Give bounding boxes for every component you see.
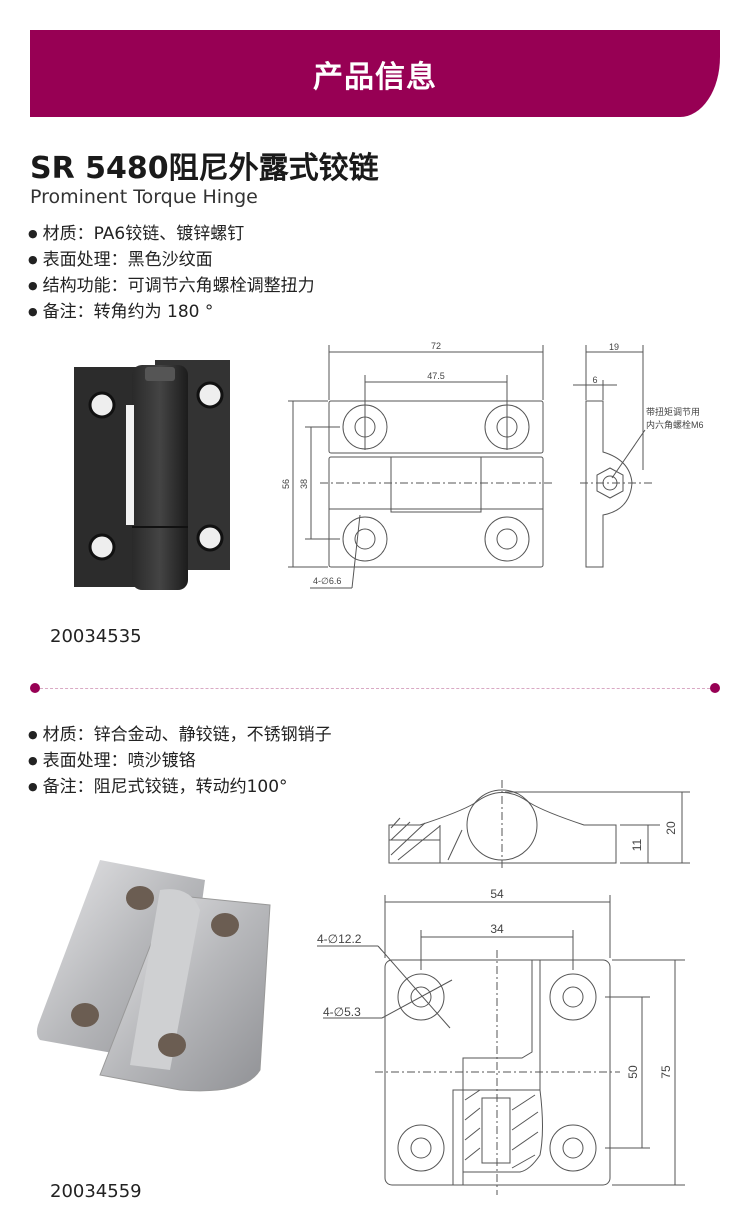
spec-item: 结构功能：可调节六角螺栓调整扭力 [28, 273, 315, 299]
dim-plate-thickness: 6 [592, 375, 597, 385]
spec-item: 材质：PA6铰链、镀锌螺钉 [28, 221, 315, 247]
dim-holes: 4-∅6.6 [313, 576, 341, 586]
dim-width: 54 [490, 887, 504, 901]
dim-side-width: 19 [609, 342, 619, 352]
product-title: SR 5480阻尼外露式铰链 [30, 151, 379, 186]
spec-item: 表面处理：黑色沙纹面 [28, 247, 315, 273]
dim-hole: 4-∅5.3 [323, 1005, 361, 1019]
dim-height: 56 [281, 479, 291, 489]
section-banner: 产品信息 [30, 30, 720, 117]
dim-counterbore: 4-∅12.2 [317, 932, 362, 946]
divider-dot-right [710, 683, 720, 693]
product2-specs: 材质：锌合金动、静铰链，不锈钢销子 表面处理：喷沙镀铬 备注：阻尼式铰链，转动约… [28, 722, 332, 800]
spec-item: 材质：锌合金动、静铰链，不锈钢销子 [28, 722, 332, 748]
chrome-hinge-image [36, 860, 271, 1092]
dim-hole-spacing: 34 [490, 922, 504, 936]
product1-specs: 材质：PA6铰链、镀锌螺钉 表面处理：黑色沙纹面 结构功能：可调节六角螺栓调整扭… [28, 221, 315, 325]
product1-code: 20034535 [50, 626, 142, 647]
product2-code: 20034559 [50, 1181, 142, 1202]
drawing-note-1: 带扭矩调节用 [646, 406, 700, 417]
banner-title: 产品信息 [313, 59, 437, 95]
product-subtitle: Prominent Torque Hinge [30, 186, 258, 208]
spec-item: 表面处理：喷沙镀铬 [28, 748, 332, 774]
divider-dot-left [30, 683, 40, 693]
dim-width: 72 [431, 341, 441, 351]
dim-total-height: 20 [664, 821, 678, 835]
drawing-note-2: 内六角螺栓M6 [646, 419, 704, 430]
dim-length: 75 [659, 1065, 673, 1079]
dim-hole-vspacing: 50 [626, 1065, 640, 1079]
spec-item: 备注：阻尼式铰链，转动约100° [28, 774, 332, 800]
spec-item: 备注：转角约为 180 ° [28, 299, 315, 325]
dim-hole-vspacing: 38 [299, 479, 309, 489]
section-divider [35, 688, 715, 689]
dim-plate-height: 11 [630, 838, 644, 851]
dim-hole-spacing: 47.5 [427, 371, 445, 381]
black-hinge-image [74, 360, 230, 590]
hinge1-technical-drawing: 72 47.5 56 38 4-∅6.6 19 6 带扭矩调节用 内六角螺栓M6 [281, 341, 704, 589]
